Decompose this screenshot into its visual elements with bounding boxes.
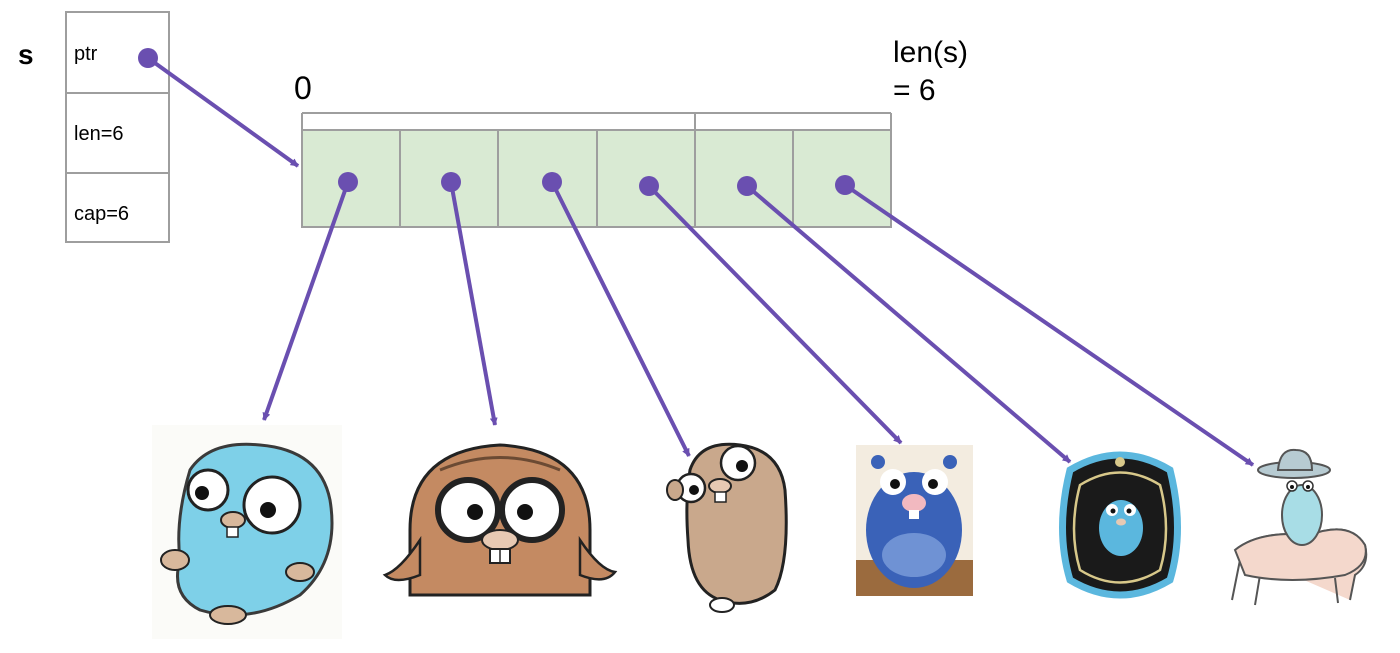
ptr-dot (138, 48, 158, 68)
element-arrow-1 (449, 181, 498, 426)
element-arrow-3 (647, 184, 903, 445)
header-label-cap: cap=6 (74, 203, 129, 225)
index-start-label: 0 (294, 70, 312, 106)
sketch-gopher-icon (152, 425, 342, 639)
plush-gopher-photo (856, 445, 973, 596)
element-dot (441, 172, 461, 192)
slice-name: s (18, 39, 34, 70)
backing-array (301, 129, 892, 228)
pointer-dots (138, 48, 855, 196)
len-label-line2: = 6 (893, 74, 936, 107)
element-dot (639, 176, 659, 196)
element-arrow-0 (262, 181, 350, 421)
ptr-arrow (146, 56, 300, 168)
element-dot (542, 172, 562, 192)
aviator-gopher-icon (382, 443, 618, 597)
len-label-line1: len(s) (893, 36, 968, 69)
framed-gopher-icon (1059, 451, 1181, 599)
header-field-cap (65, 172, 170, 243)
element-arrow-2 (550, 181, 691, 457)
cowboy-gopher-icon (1231, 448, 1368, 606)
header-label-len: len=6 (74, 123, 124, 145)
array-ruler (301, 112, 892, 130)
element-dot (338, 172, 358, 192)
element-dot (835, 175, 855, 195)
pointer-arrows (146, 56, 1255, 467)
tan-gopher-icon (666, 442, 788, 613)
element-dot (737, 176, 757, 196)
element-arrow-4 (745, 184, 1072, 464)
element-arrow-5 (843, 183, 1255, 467)
slice-header: ptr len=6 cap=6 (65, 11, 170, 243)
header-field-len (65, 92, 170, 174)
header-label-ptr: ptr (74, 43, 98, 65)
